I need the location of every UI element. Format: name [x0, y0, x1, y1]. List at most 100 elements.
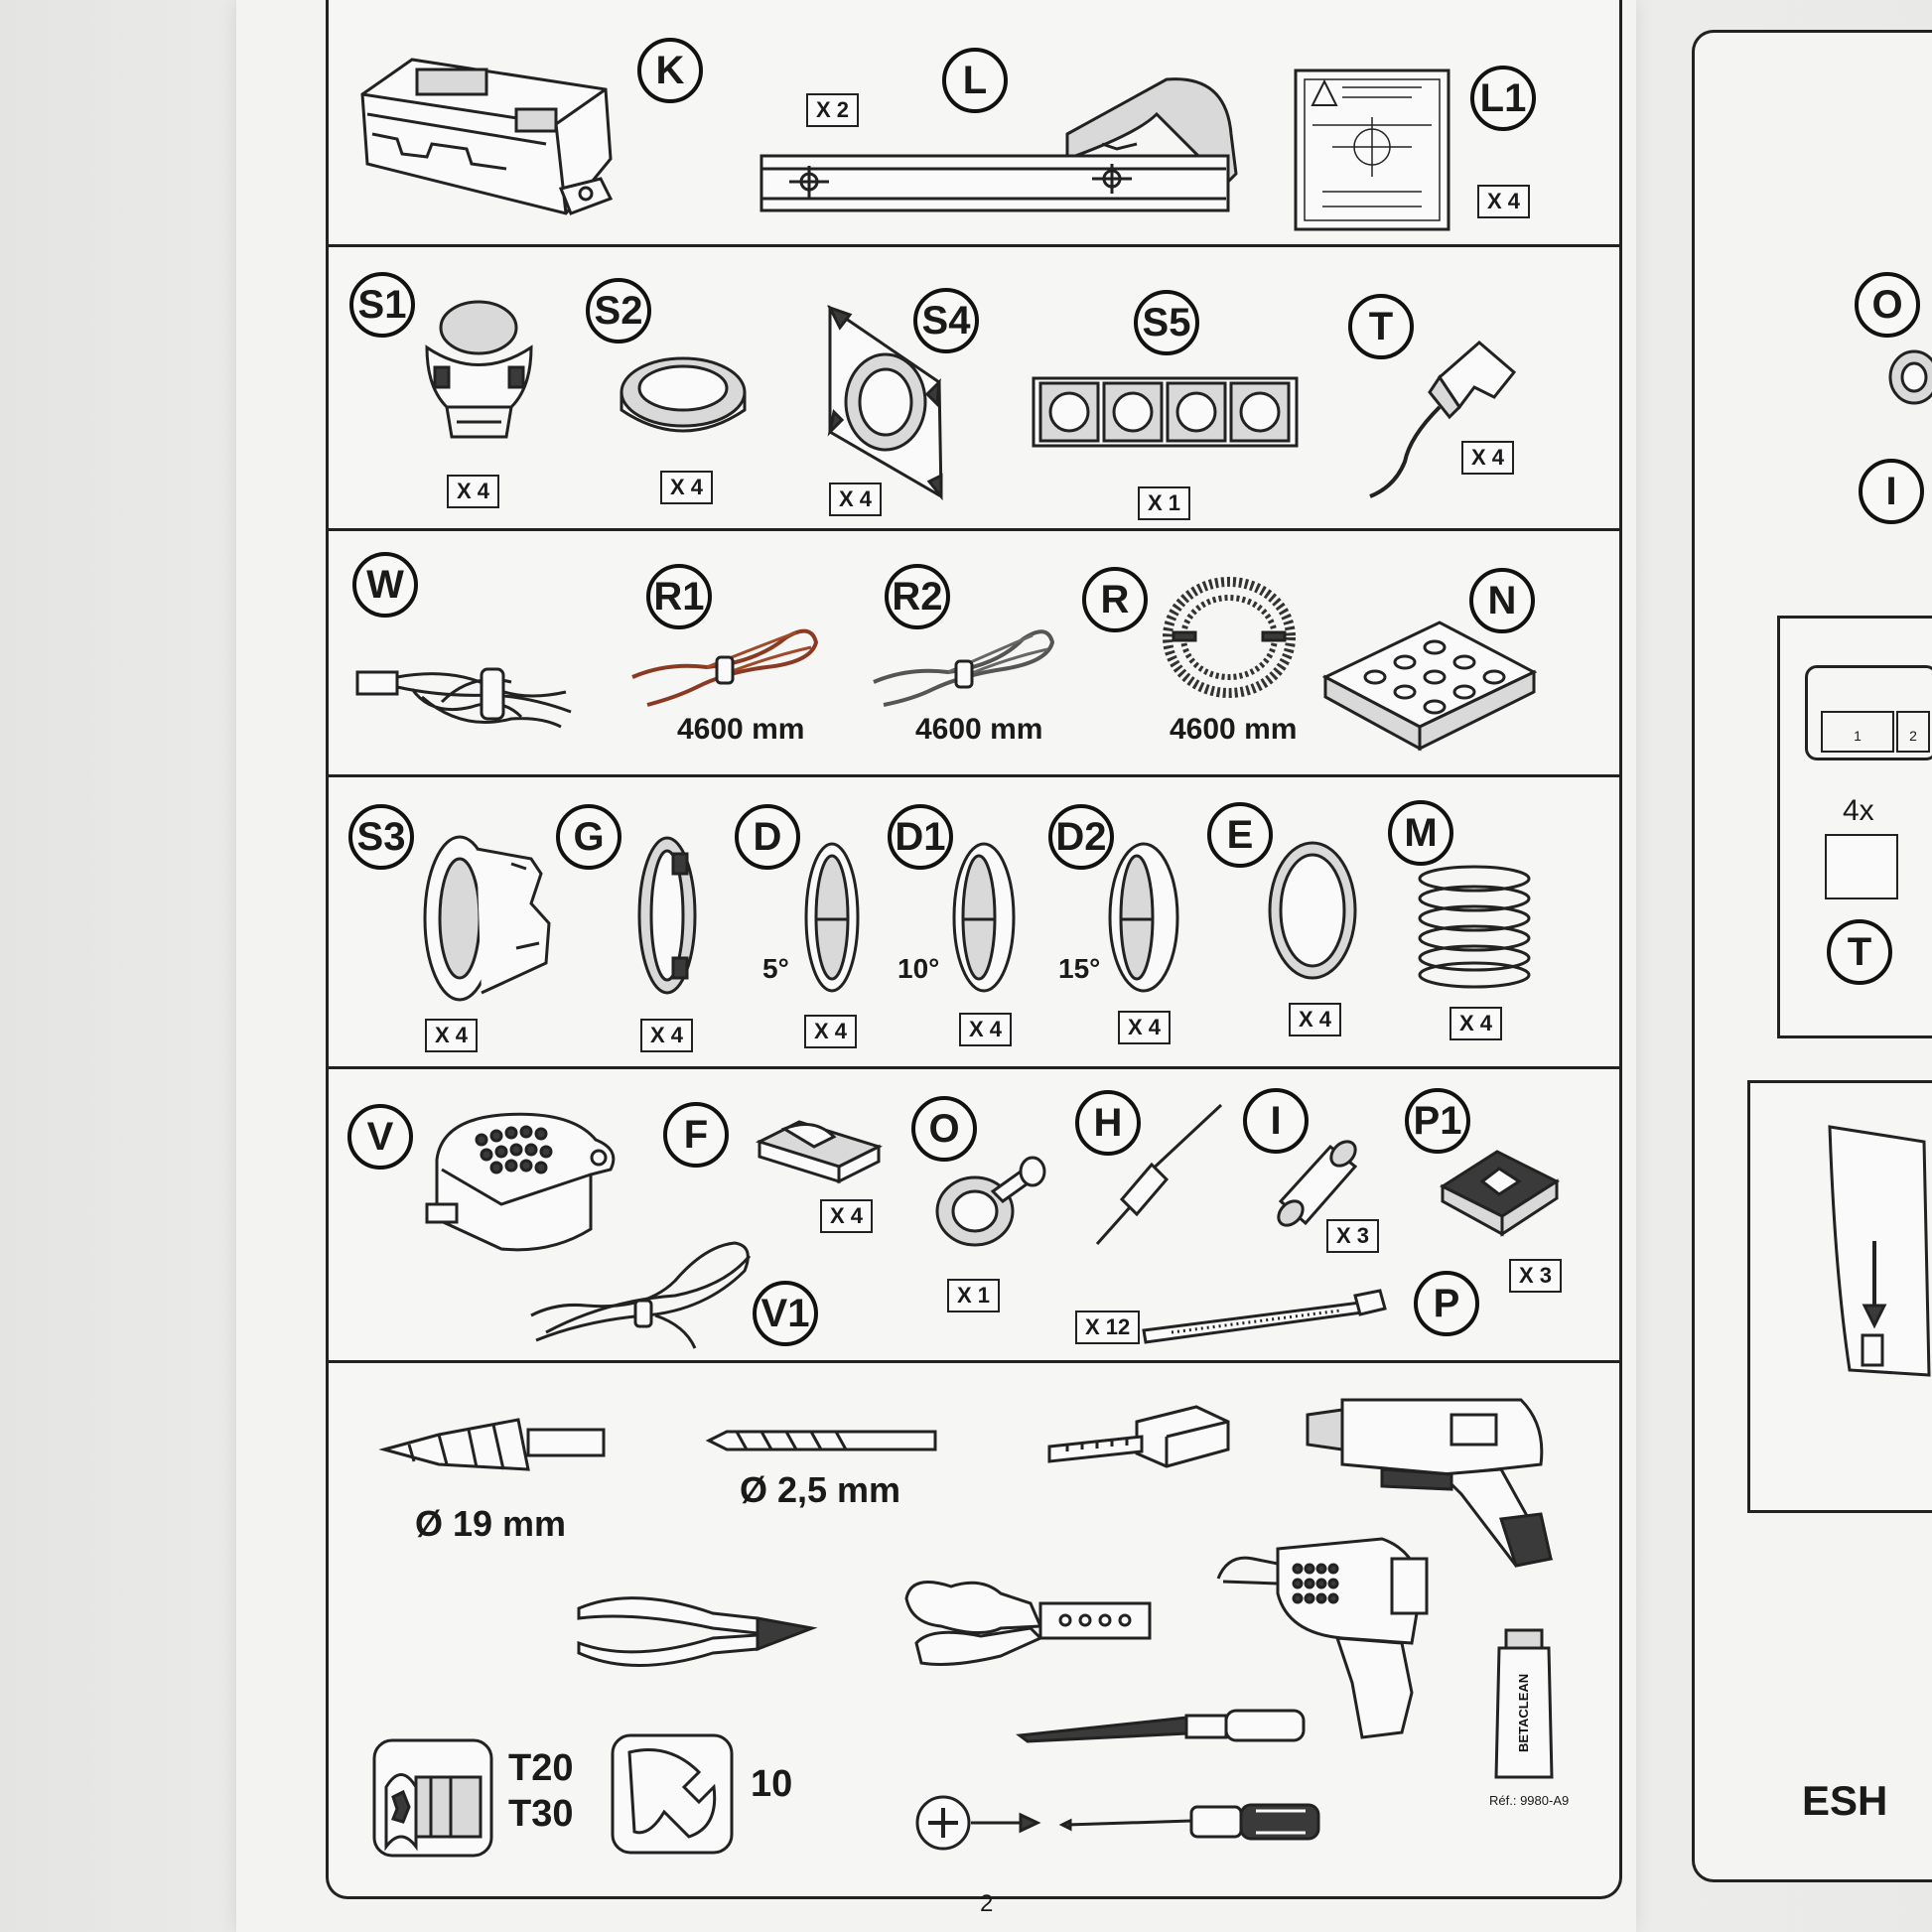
phillips-screwdriver-illustration: [915, 1795, 1320, 1851]
part-d-qty: X 4: [804, 1015, 858, 1048]
right-grommet-illustration: [1888, 349, 1932, 405]
part-d2-angle: 15°: [1058, 953, 1101, 984]
row-divider: [326, 244, 1622, 247]
part-p1-badge: P1: [1405, 1088, 1470, 1154]
power-drill-illustration: [1306, 1398, 1554, 1568]
right-box-2: 2: [1896, 711, 1930, 753]
s4-bracket-illustration: [827, 305, 943, 501]
part-d1-angle: 10°: [897, 953, 940, 984]
part-w-badge: W: [352, 552, 418, 618]
wrench-size: 10: [751, 1763, 793, 1805]
part-o-qty: X 1: [947, 1279, 1001, 1312]
part-r2-length: 4600 mm: [915, 713, 1043, 746]
part-e-qty: X 4: [1289, 1003, 1342, 1036]
right-panel-1: [1777, 616, 1932, 1038]
row-divider: [326, 1066, 1622, 1069]
spray-can-brand: BETACLEAN: [1516, 1674, 1531, 1752]
part-k-badge: K: [637, 38, 703, 103]
part-d-badge: D: [735, 804, 800, 870]
part-r-badge: R: [1082, 567, 1148, 632]
drill-bit-size: Ø 2,5 mm: [740, 1469, 901, 1510]
r2-grey-cable-illustration: [873, 629, 1055, 707]
part-g-badge: G: [556, 804, 621, 870]
right-page-label: ESH: [1802, 1777, 1888, 1824]
i-fuse-illustration: [1277, 1140, 1358, 1227]
part-o-badge: O: [911, 1096, 977, 1162]
p1-cable-tie-mount-illustration: [1439, 1150, 1561, 1237]
right-arrow-illustration: [1828, 1125, 1931, 1377]
part-l1-badge: L1: [1470, 66, 1536, 131]
m-spring-illustration: [1418, 865, 1531, 989]
file-tool-illustration: [1016, 1709, 1306, 1743]
part-v-badge: V: [347, 1104, 413, 1170]
part-f-qty: X 4: [820, 1199, 874, 1233]
l1-drilling-template-illustration: [1294, 69, 1450, 231]
part-d1-qty: X 4: [959, 1013, 1013, 1046]
drill-bit-illustration: [705, 1430, 937, 1451]
f-adhesive-pad-illustration: [756, 1120, 883, 1184]
crimping-tool-illustration: [904, 1581, 1152, 1666]
part-s5-badge: S5: [1134, 290, 1199, 355]
g-ring-illustration: [637, 836, 697, 995]
right-connector-box: [1825, 834, 1898, 899]
wrench-icon: [611, 1733, 734, 1855]
d2-spacer-illustration: [1108, 842, 1179, 993]
part-d2-qty: X 4: [1118, 1011, 1172, 1044]
part-n-badge: N: [1469, 568, 1535, 633]
right-qty: 4x: [1843, 794, 1874, 827]
v-buzzer-illustration: [425, 1112, 616, 1252]
part-m-qty: X 4: [1449, 1007, 1503, 1040]
part-p-qty: X 12: [1075, 1311, 1141, 1344]
part-s3-badge: S3: [348, 804, 414, 870]
part-f-badge: F: [663, 1102, 729, 1168]
part-l1-qty: X 4: [1477, 185, 1531, 218]
d1-spacer-illustration: [952, 842, 1016, 993]
h-pin-tool-illustration: [1095, 1103, 1223, 1245]
part-p1-qty: X 3: [1509, 1259, 1563, 1293]
t-connector-illustration: [1369, 341, 1517, 498]
l-template-illustration: [759, 77, 1238, 212]
part-e-badge: E: [1207, 802, 1273, 868]
row-divider: [326, 1360, 1622, 1363]
k-module-illustration: [360, 58, 614, 215]
w-wiring-harness-illustration: [355, 667, 572, 729]
right-box-1: 1: [1821, 711, 1894, 753]
part-r-length: 4600 mm: [1170, 713, 1298, 746]
part-i-badge: I: [1243, 1088, 1309, 1154]
part-l-badge: L: [942, 48, 1008, 113]
n-foam-pad-illustration: [1321, 621, 1538, 752]
s3-bezel-illustration: [423, 835, 551, 1002]
part-d2-badge: D2: [1048, 804, 1114, 870]
o-grommet-illustration: [935, 1156, 1046, 1247]
right-circle-o: O: [1855, 272, 1920, 338]
part-d1-badge: D1: [888, 804, 953, 870]
part-s1-qty: X 4: [447, 475, 500, 508]
right-panel-module: [1805, 665, 1932, 760]
v1-cable-illustration: [530, 1241, 752, 1349]
part-v1-badge: V1: [753, 1281, 818, 1346]
part-m-badge: M: [1388, 800, 1453, 866]
r1-red-cable-illustration: [631, 628, 819, 707]
e-seal-ring-illustration: [1268, 841, 1357, 980]
side-cutter-pliers-illustration: [577, 1596, 818, 1667]
reference-number: Réf.: 9980-A9: [1489, 1793, 1570, 1808]
part-s4-badge: S4: [913, 288, 979, 353]
part-r1-length: 4600 mm: [677, 713, 805, 746]
part-s1-badge: S1: [349, 272, 415, 338]
r-cable-sheath-illustration: [1163, 577, 1296, 698]
step-drill-size: Ø 19 mm: [415, 1503, 567, 1544]
part-r2-badge: R2: [885, 564, 950, 629]
right-circle-t: T: [1827, 919, 1892, 985]
s2-ring-illustration: [620, 356, 747, 433]
heat-gun-illustration: [1216, 1537, 1429, 1739]
part-i-qty: X 3: [1326, 1219, 1380, 1253]
s5-ring-set-illustration: [1032, 376, 1299, 448]
part-p-badge: P: [1414, 1271, 1479, 1336]
part-s2-badge: S2: [586, 278, 651, 344]
row-divider: [326, 528, 1622, 531]
part-s2-qty: X 4: [660, 471, 714, 504]
s1-sensor-illustration: [425, 300, 533, 439]
part-t-qty: X 4: [1461, 441, 1515, 475]
part-s5-qty: X 1: [1138, 486, 1191, 520]
right-circle-i: I: [1859, 459, 1924, 524]
